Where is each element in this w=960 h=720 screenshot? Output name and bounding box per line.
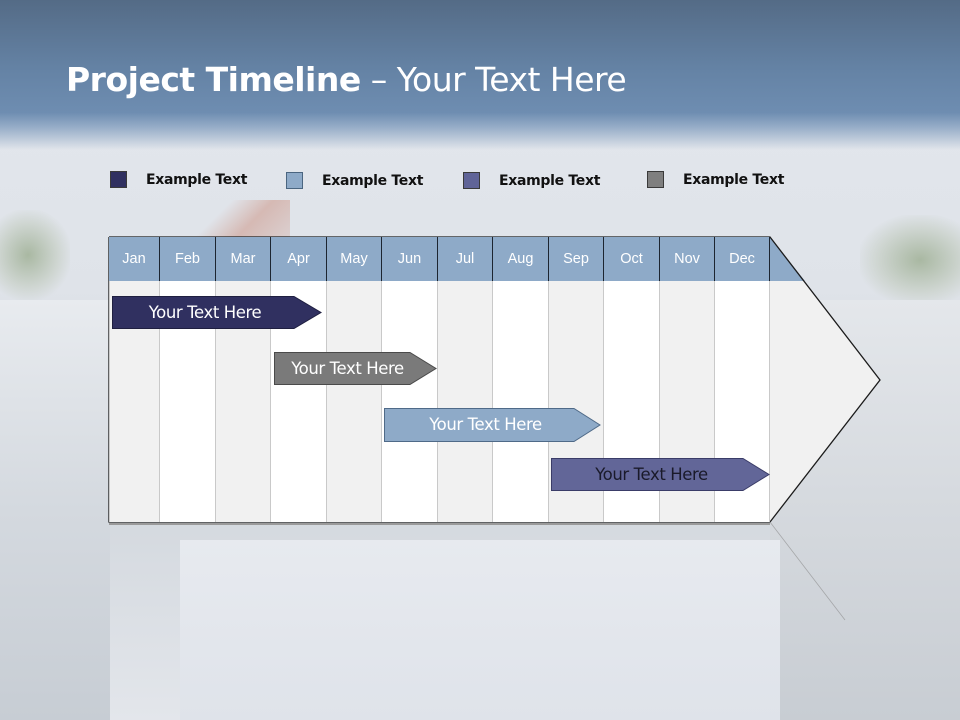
month-column-jun [381,281,437,522]
month-header-oct: Oct [603,237,659,281]
background-plant-left [0,210,70,300]
slide-title: Project Timeline – Your Text Here [66,60,627,99]
legend-label-4: Example Text [683,171,785,188]
month-header-sep: Sep [548,237,603,281]
background-desk-left [0,300,110,720]
title-band [0,0,960,150]
task-label-1: Your Text Here [148,303,262,322]
month-column-may [326,281,381,522]
legend-label-1: Example Text [146,171,248,188]
legend-item-3: Example Text [463,172,600,189]
background-plant-right [860,215,960,305]
month-header-jan: Jan [109,237,159,281]
month-header-aug: Aug [492,237,548,281]
legend-item-1: Example Text [110,171,247,188]
month-header-may: May [326,237,381,281]
month-header-feb: Feb [159,237,215,281]
task-label-3: Your Text Here [429,415,542,434]
task-bar-1[interactable]: Your Text Here [112,296,322,329]
task-arrow-2 [274,352,437,385]
month-header-nov: Nov [659,237,714,281]
task-arrow-4 [551,458,770,491]
legend-label-2: Example Text [322,172,424,189]
title-bold: Project Timeline [66,60,361,99]
month-column-jul [437,281,492,522]
task-bar-3[interactable]: Your Text Here [384,408,601,442]
task-bar-2[interactable]: Your Text Here [274,352,437,385]
task-label-2: Your Text Here [291,359,404,378]
legend-swatch-2 [286,172,303,189]
legend-swatch-3 [463,172,480,189]
legend-swatch-1 [110,171,127,188]
task-arrow-1 [112,296,322,329]
task-label-4: Your Text Here [595,465,708,484]
month-header-jun: Jun [381,237,437,281]
title-subtitle: – Your Text Here [360,60,627,99]
month-column-aug [492,281,548,522]
legend-label-3: Example Text [499,172,601,189]
legend-item-4: Example Text [647,171,784,188]
legend-item-2: Example Text [286,172,423,189]
month-header-jul: Jul [437,237,492,281]
background-wall-accent [190,200,290,240]
task-bar-4[interactable]: Your Text Here [551,458,770,491]
month-header-mar: Mar [215,237,270,281]
month-header-apr: Apr [270,237,326,281]
legend-swatch-4 [647,171,664,188]
background-floor [180,540,780,720]
month-header-dec: Dec [714,237,770,281]
task-arrow-3 [384,408,601,442]
